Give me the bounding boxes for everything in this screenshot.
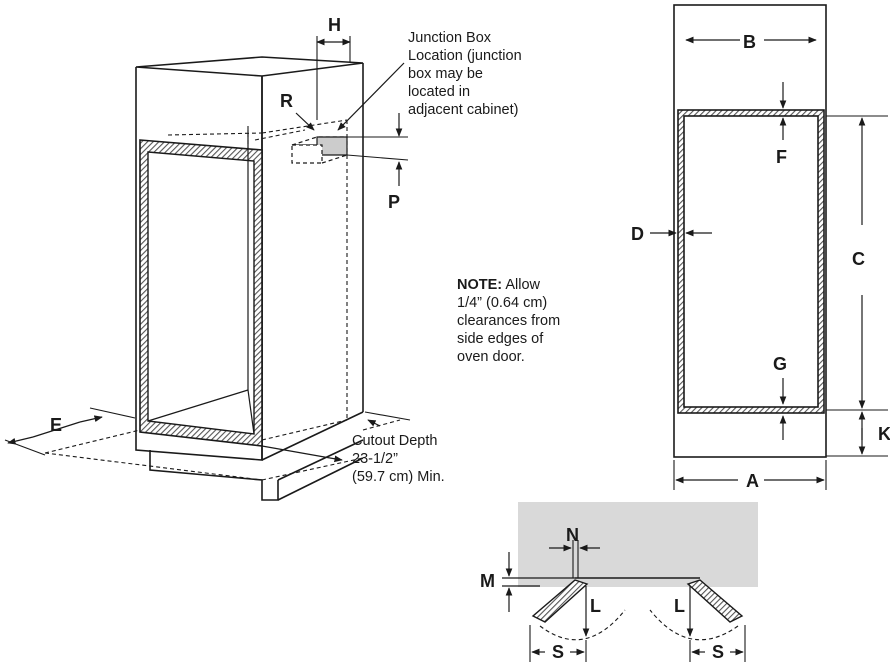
label-s-right: S <box>712 642 724 662</box>
dimension-r-arrow <box>295 112 315 131</box>
cutout-line-3: (59.7 cm) Min. <box>352 469 445 485</box>
label-a: A <box>746 471 759 491</box>
dimension-e-left <box>7 436 34 445</box>
label-s-left: S <box>552 642 564 662</box>
label-e: E <box>50 415 62 435</box>
label-k: K <box>878 424 890 444</box>
label-b: B <box>743 32 756 52</box>
wall-cutaway <box>518 502 758 587</box>
label-f: F <box>776 147 787 167</box>
label-g: G <box>773 354 787 374</box>
junction-box-line-5: adjacent cabinet) <box>408 102 519 118</box>
cutout-depth-note: Cutout Depth 23-1/2” (59.7 cm) Min. <box>352 432 445 486</box>
label-p: P <box>388 192 400 212</box>
junction-box-line-2: Location (junction <box>408 48 522 64</box>
cabinet-top <box>135 56 364 77</box>
note-line-2: 1/4” (0.64 cm) <box>457 295 548 311</box>
label-h: H <box>328 15 341 35</box>
junction-box-line-3: box may be <box>408 66 483 82</box>
front-view <box>650 4 888 490</box>
junction-box <box>291 136 348 164</box>
cabinet-3d-view <box>4 36 411 501</box>
note-line-3: clearances from <box>457 313 561 329</box>
cutout-line-2: 23-1/2” <box>352 451 398 467</box>
junction-box-note: Junction Box Location (junction box may … <box>408 29 522 119</box>
label-r: R <box>280 91 293 111</box>
junction-box-line-1: Junction Box <box>408 30 492 46</box>
junction-box-leader <box>337 62 405 131</box>
label-l-left: L <box>590 596 601 616</box>
note-line-4: side edges of <box>457 331 544 347</box>
note-label: NOTE: <box>457 277 503 293</box>
note-line-1: Allow <box>502 277 540 293</box>
label-m: M <box>480 571 495 591</box>
left-door <box>531 579 589 623</box>
clearance-note: NOTE: Allow 1/4” (0.64 cm) clearances fr… <box>457 276 560 366</box>
label-n: N <box>566 525 579 545</box>
label-d: D <box>631 224 644 244</box>
label-l-right: L <box>674 596 685 616</box>
note-line-5: oven door. <box>457 349 525 365</box>
right-door <box>686 579 744 623</box>
label-c: C <box>852 249 865 269</box>
cutout-dashed-lines <box>44 119 401 481</box>
cutout-depth-arrow <box>367 419 381 427</box>
top-view <box>502 502 758 662</box>
dimension-e-right <box>79 415 103 423</box>
cutout-line-1: Cutout Depth <box>352 433 438 449</box>
toe-kick <box>149 450 279 501</box>
junction-box-line-4: located in <box>408 84 471 100</box>
